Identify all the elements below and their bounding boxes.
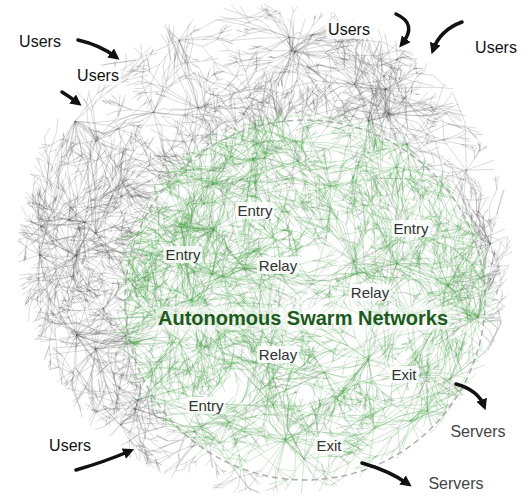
user-label: Users <box>75 67 121 85</box>
title-position: Autonomous Swarm Networks <box>156 307 450 330</box>
server-label: Servers <box>448 423 507 441</box>
role-label: Entry <box>391 220 430 237</box>
label-position: Relay <box>257 257 299 275</box>
label-position: Exit <box>389 366 418 384</box>
label-position: Servers <box>426 475 485 493</box>
graph-links <box>18 4 513 494</box>
role-label: Relay <box>257 346 299 363</box>
label-position: Users <box>75 67 121 85</box>
label-position: Users <box>326 21 372 39</box>
user-label: Users <box>326 21 372 39</box>
label-position: Users <box>47 437 93 455</box>
user-label: Users <box>47 437 93 455</box>
flow-arrow <box>62 92 78 103</box>
network-graph <box>18 4 513 494</box>
flow-arrows <box>62 14 484 484</box>
label-position: Servers <box>448 423 507 441</box>
user-label: Users <box>473 39 519 57</box>
flow-arrow <box>362 463 408 484</box>
role-label: Relay <box>349 284 391 301</box>
label-position: Users <box>473 39 519 57</box>
label-position: Entry <box>163 246 202 264</box>
role-label: Relay <box>257 257 299 274</box>
flow-arrow <box>396 14 409 44</box>
label-position: Entry <box>235 202 274 220</box>
label-position: Relay <box>349 284 391 302</box>
graph-links-core <box>108 107 499 494</box>
label-position: Entry <box>186 397 225 415</box>
role-label: Entry <box>163 246 202 263</box>
label-position: Relay <box>257 346 299 364</box>
swarm-boundary <box>125 120 485 480</box>
flow-arrow <box>433 22 462 50</box>
role-label: Entry <box>186 397 225 414</box>
flow-arrow <box>78 40 116 57</box>
network-graph-core <box>108 107 499 494</box>
role-label: Exit <box>389 366 418 383</box>
flow-arrow <box>456 384 484 406</box>
user-label: Users <box>17 33 63 51</box>
label-position: Users <box>17 33 63 51</box>
server-label: Servers <box>426 475 485 493</box>
label-position: Exit <box>314 437 343 455</box>
role-label: Entry <box>235 202 274 219</box>
role-label: Exit <box>314 437 343 454</box>
diagram-title: Autonomous Swarm Networks <box>156 307 450 330</box>
label-position: Entry <box>391 220 430 238</box>
